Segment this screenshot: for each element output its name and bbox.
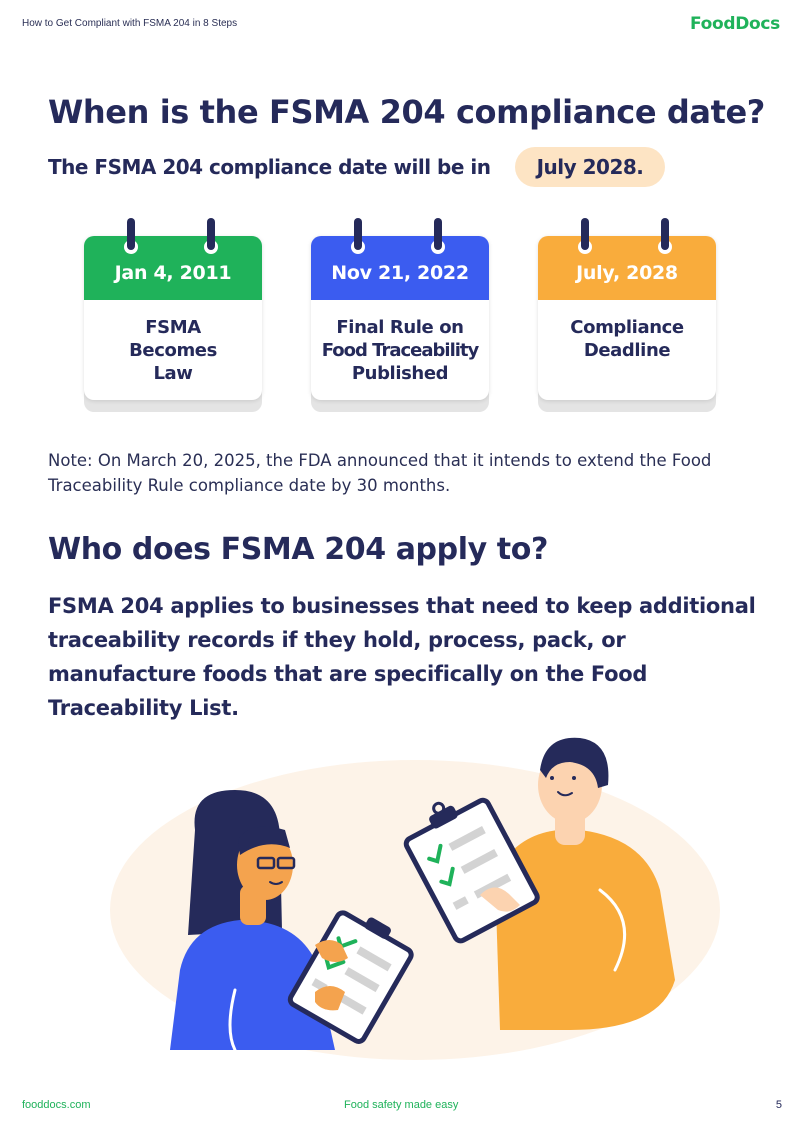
calendar-ring-icon — [434, 218, 442, 250]
man-eye — [572, 776, 576, 780]
checkmark-icon — [324, 957, 346, 970]
calendar-ring-icon — [127, 218, 135, 250]
man-hand — [480, 887, 520, 912]
calendar-card-2028: July, 2028 Compliance Deadline — [538, 218, 716, 412]
calendar-date: Nov 21, 2022 — [311, 236, 489, 300]
checklist-line — [460, 848, 499, 874]
checkmark-icon — [427, 843, 443, 864]
calendar-card-2022: Nov 21, 2022 Final Rule on Food Traceabi… — [311, 218, 489, 412]
calendar-line: Law — [153, 363, 193, 384]
calendar-description: Compliance Deadline — [538, 300, 716, 362]
woman-smile — [269, 881, 283, 885]
calendar-ring-icon — [354, 218, 362, 250]
applicability-paragraph: FSMA 204 applies to businesses that need… — [48, 594, 756, 720]
man-eye — [550, 776, 554, 780]
footer-tagline: Food safety made easy — [344, 1099, 459, 1111]
checklist-line — [448, 826, 486, 851]
calendar-date: Jan 4, 2011 — [84, 236, 262, 300]
woman-shirt-line — [228, 988, 237, 1052]
woman-hand — [315, 986, 345, 1011]
man-figure — [403, 737, 675, 1030]
calendar-description: Final Rule on Food Traceability Publishe… — [311, 300, 489, 385]
man-torso — [495, 829, 675, 1030]
woman-bangs — [238, 826, 290, 855]
compliance-subheading: The FSMA 204 compliance date will be in — [48, 155, 491, 179]
calendar-line: Final Rule on — [336, 317, 464, 338]
woman-hand — [315, 940, 348, 962]
calendar-description: FSMA Becomes Law — [84, 300, 262, 385]
woman-clipboard — [287, 910, 414, 1044]
clipboard-ring — [432, 801, 446, 815]
man-smile — [557, 791, 573, 797]
calendar-body: Nov 21, 2022 Final Rule on Food Traceabi… — [311, 236, 489, 400]
calendar-line: Deadline — [583, 340, 671, 361]
calendar-line: FSMA — [145, 317, 201, 338]
calendar-card-2011: Jan 4, 2011 FSMA Becomes Law — [84, 218, 262, 412]
calendar-line: Becomes — [129, 340, 217, 361]
compliance-date-highlight: July 2028. — [515, 147, 665, 187]
calendar-ring-icon — [581, 218, 589, 250]
checklist-box — [452, 896, 469, 910]
glasses-icon — [276, 856, 296, 870]
people-with-clipboards-illustration — [110, 737, 720, 1060]
glasses-icon — [256, 856, 276, 870]
fooddocs-logo: FoodDocs — [689, 14, 780, 34]
woman-torso — [170, 920, 335, 1050]
man-shirt-line — [598, 888, 627, 972]
section2-heading: Who does FSMA 204 apply to? — [48, 532, 548, 567]
clipboard-clip-icon — [364, 917, 391, 939]
extension-note: Note: On March 20, 2025, the FDA announc… — [48, 451, 712, 495]
clipboard-clip-icon — [429, 805, 458, 829]
calendar-body: Jan 4, 2011 FSMA Becomes Law — [84, 236, 262, 400]
calendar-line: Published — [351, 363, 449, 384]
calendar-line: Food Traceability — [321, 340, 480, 361]
section1-heading: When is the FSMA 204 compliance date? — [48, 93, 765, 131]
document-title: How to Get Compliant with FSMA 204 in 8 … — [22, 18, 238, 29]
calendar-ring-icon — [207, 218, 215, 250]
calendar-body: July, 2028 Compliance Deadline — [538, 236, 716, 400]
checkmark-icon — [439, 866, 455, 887]
calendar-date: July, 2028 — [538, 236, 716, 300]
page-number: 5 — [775, 1099, 782, 1111]
checklist-line — [356, 946, 392, 972]
woman-figure — [170, 790, 414, 1052]
calendar-ring-icon — [661, 218, 669, 250]
calendar-line: Compliance — [570, 317, 684, 338]
man-hair — [540, 737, 609, 788]
footer-website-link[interactable]: fooddocs.com — [22, 1099, 91, 1111]
checklist-line — [344, 967, 380, 993]
